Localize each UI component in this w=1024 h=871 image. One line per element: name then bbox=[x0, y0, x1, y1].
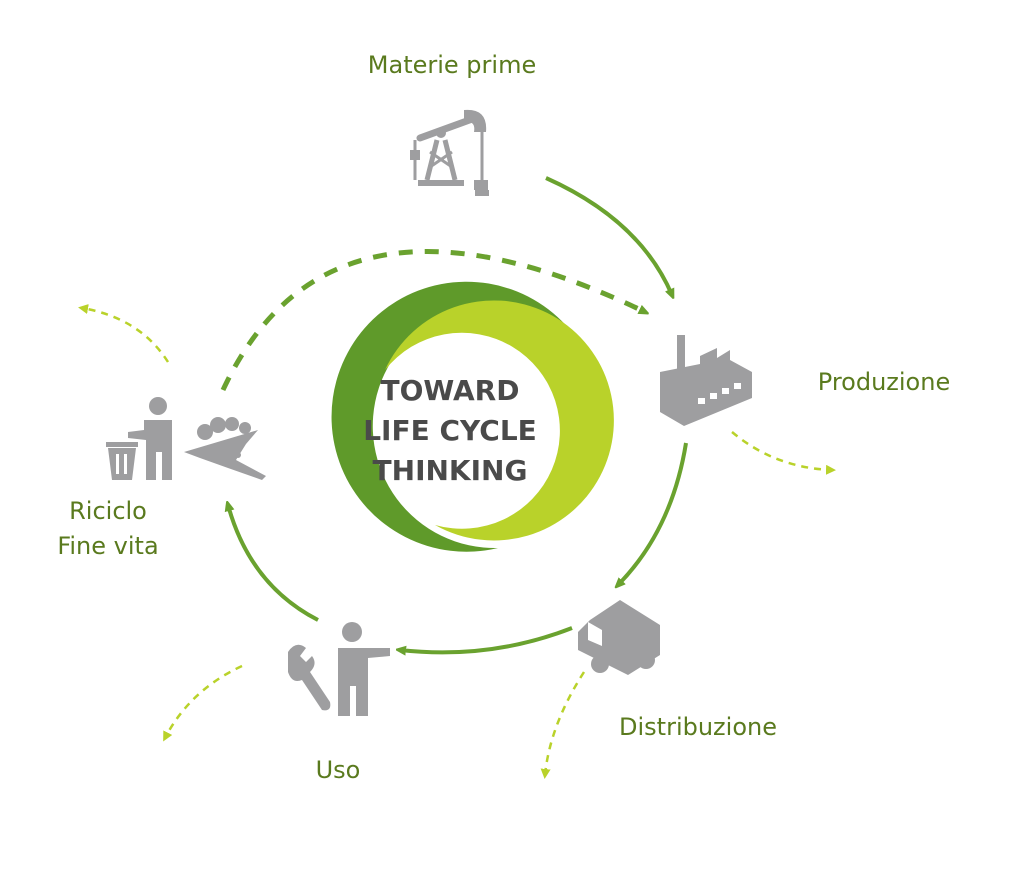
center-swirl bbox=[331, 281, 614, 552]
label-distribuzione: Distribuzione bbox=[619, 713, 777, 741]
person-with-wrench-icon bbox=[288, 622, 390, 716]
arrow-distribuzione-to-uso bbox=[400, 626, 573, 652]
emission-arrow-riciclo bbox=[78, 304, 170, 363]
arrow-produzione-to-distribuzione bbox=[618, 442, 688, 585]
label-produzione: Produzione bbox=[818, 368, 950, 396]
factory-icon bbox=[660, 335, 752, 426]
stage-labels: Materie prime Produzione Distribuzione U… bbox=[57, 51, 950, 784]
label-uso: Uso bbox=[316, 756, 361, 784]
emission-arrows bbox=[78, 304, 836, 779]
center-title: TOWARD LIFE CYCLE THINKING bbox=[363, 374, 537, 487]
label-riciclo: Riciclo bbox=[69, 497, 147, 525]
center-line-2: LIFE CYCLE bbox=[363, 414, 537, 447]
delivery-truck-icon bbox=[578, 600, 660, 675]
emission-arrow-uso bbox=[163, 664, 243, 742]
arrow-riciclo-to-produzione-dashed bbox=[220, 249, 645, 392]
person-with-trash-bin-icon bbox=[106, 397, 172, 480]
cycle-arrows bbox=[220, 176, 688, 652]
waste-dumping-icon bbox=[184, 417, 266, 480]
center-line-3: THINKING bbox=[373, 454, 528, 487]
emission-arrow-produzione bbox=[731, 431, 836, 475]
emission-arrow-distribuzione bbox=[540, 671, 586, 779]
arrow-materie-to-produzione bbox=[545, 176, 672, 295]
oil-pump-jack-icon bbox=[410, 109, 489, 196]
arrow-uso-to-riciclo bbox=[228, 505, 319, 622]
label-materie-prime: Materie prime bbox=[368, 51, 536, 79]
label-fine-vita: Fine vita bbox=[57, 532, 158, 560]
center-line-1: TOWARD bbox=[380, 374, 519, 407]
